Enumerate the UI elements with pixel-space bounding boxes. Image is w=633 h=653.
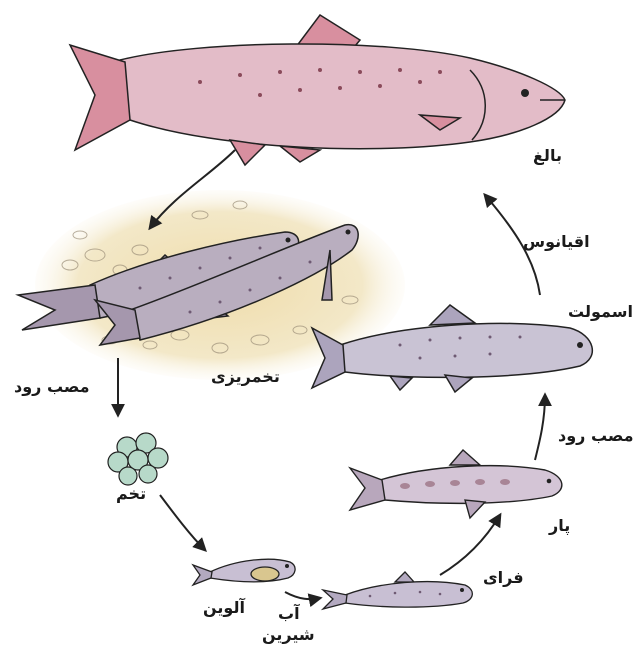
parr-fish xyxy=(350,450,562,518)
arrow-egg-to-alevin xyxy=(160,495,205,550)
label-parr: پار xyxy=(549,517,570,535)
arrow-parr-to-smolt xyxy=(535,395,545,460)
fry-fish xyxy=(323,572,472,609)
label-estuary-upper: مصب رود xyxy=(558,427,633,445)
label-alevin: آلوین xyxy=(203,599,245,617)
label-adult: بالغ xyxy=(533,147,562,165)
label-smolt: اسمولت xyxy=(568,303,633,321)
label-estuary-left: مصب رود xyxy=(14,378,90,396)
arrow-alevin-to-fry xyxy=(285,592,320,599)
label-egg: تخم xyxy=(116,485,146,503)
label-spawning: تخمریزی xyxy=(211,368,280,386)
arrow-fry-to-parr xyxy=(440,515,500,575)
alevin-fish xyxy=(193,559,295,585)
label-freshwater-line2: شیرین xyxy=(262,626,315,644)
adult-salmon xyxy=(70,15,565,165)
egg-cluster xyxy=(108,433,168,485)
label-ocean: اقیانوس xyxy=(523,233,590,251)
label-freshwater-line1: آب xyxy=(278,605,300,623)
label-fry: فرای xyxy=(483,569,524,587)
